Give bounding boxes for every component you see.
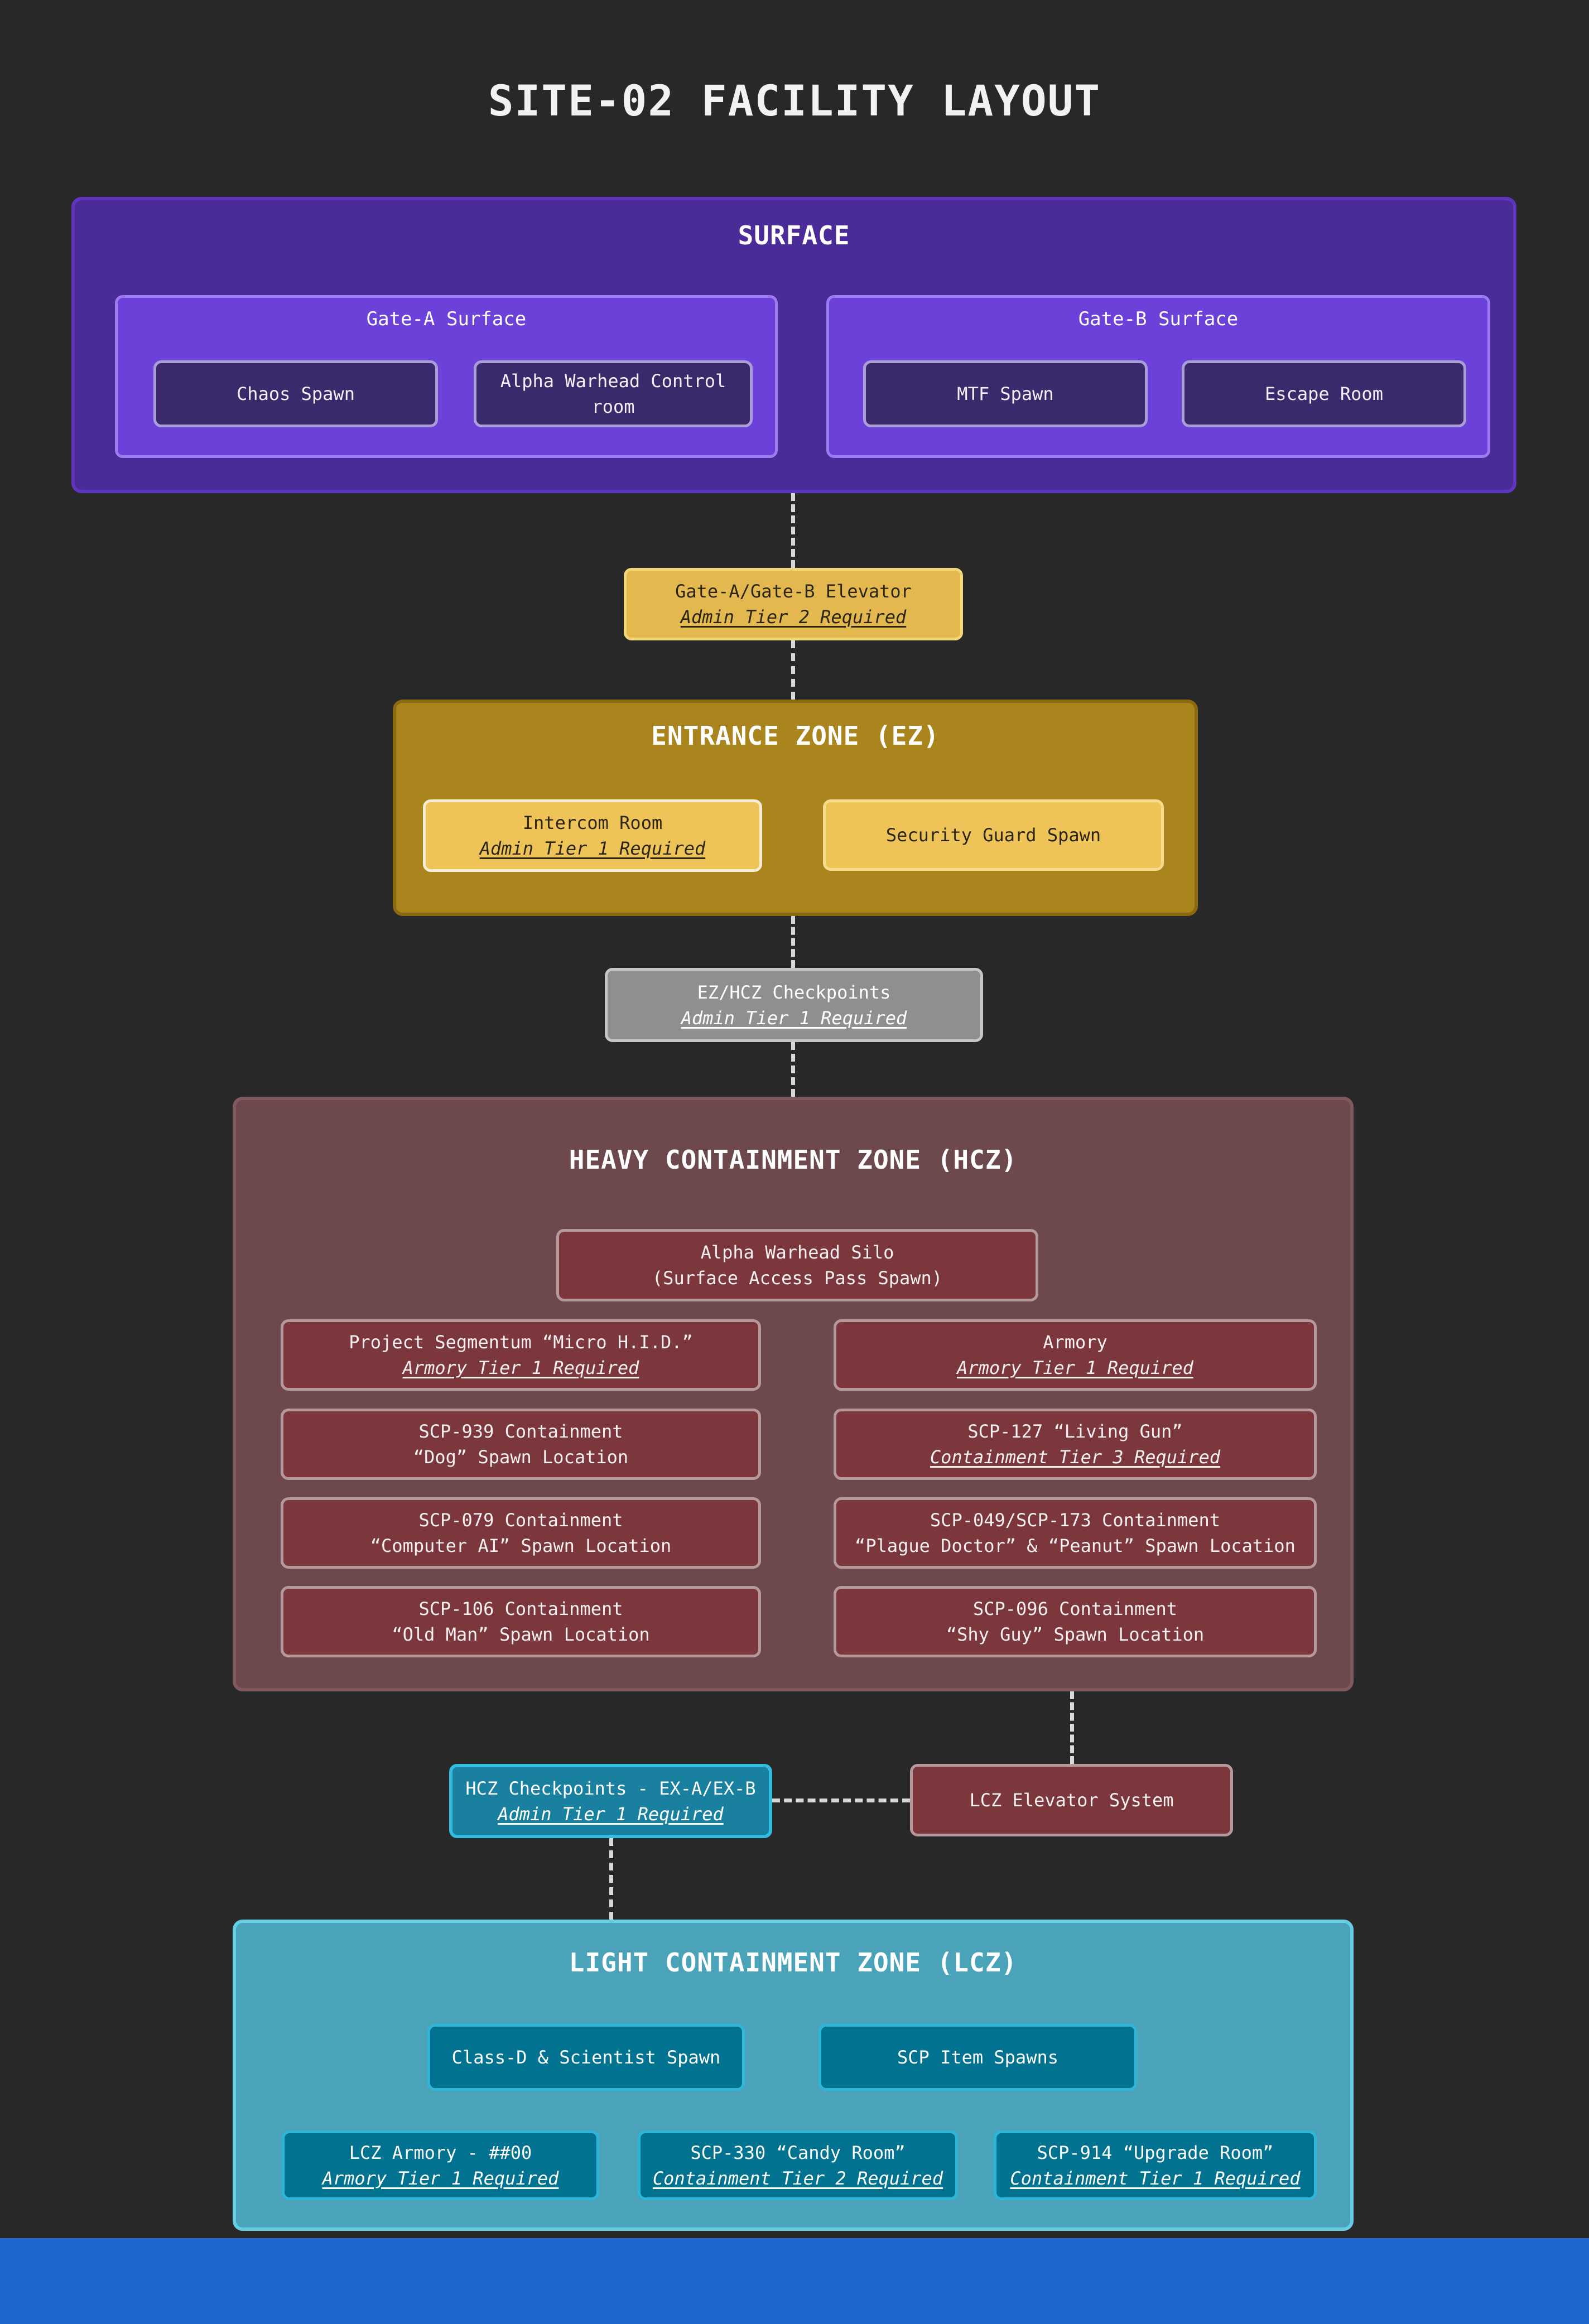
zone-hcz-title: HEAVY CONTAINMENT ZONE (HCZ)	[569, 1145, 1018, 1175]
node-label: Alpha Warhead Control room	[500, 370, 726, 417]
node-requirement-label: Admin Tier 2 Required	[680, 606, 907, 628]
node-label: EZ/HCZ Checkpoints	[697, 981, 891, 1003]
node-scp-049-173-containment: SCP-049/SCP-173 Containment “Plague Doct…	[834, 1497, 1317, 1569]
node-label: LCZ Armory - ##00	[349, 2142, 532, 2163]
node-project-segmentum: Project Segmentum “Micro H.I.D.” Armory …	[281, 1319, 761, 1391]
zone-hcz: HEAVY CONTAINMENT ZONE (HCZ) Alpha Warhe…	[233, 1097, 1354, 1691]
node-requirement-label: Containment Tier 1 Required	[1010, 2167, 1301, 2189]
zone-lcz-title: LIGHT CONTAINMENT ZONE (LCZ)	[569, 1947, 1018, 1978]
gate-b-surface-group: Gate-B Surface MTF Spawn Escape Room	[826, 295, 1490, 458]
node-sublabel: “Old Man” Spawn Location	[392, 1624, 650, 1645]
node-requirement-label: Admin Tier 1 Required	[498, 1803, 724, 1825]
node-lcz-elevator-system: LCZ Elevator System	[910, 1764, 1233, 1836]
node-label: Intercom Room	[522, 812, 663, 833]
node-label: SCP-079 Containment	[418, 1510, 623, 1531]
node-label: SCP-914 “Upgrade Room”	[1037, 2142, 1274, 2163]
zone-surface: SURFACE Gate-A Surface Chaos Spawn Alpha…	[71, 197, 1516, 493]
node-label: Gate-A/Gate-B Elevator	[675, 581, 912, 602]
node-alpha-warhead-control-room: Alpha Warhead Control room	[474, 360, 753, 427]
node-intercom-room: Intercom Room Admin Tier 1 Required	[423, 799, 762, 872]
node-label: SCP-096 Containment	[972, 1598, 1178, 1619]
node-requirement-label: Admin Tier 1 Required	[479, 838, 706, 859]
node-scp-939-containment: SCP-939 Containment “Dog” Spawn Location	[281, 1409, 761, 1480]
node-label: SCP-049/SCP-173 Containment	[930, 1510, 1221, 1531]
node-lcz-armory: LCZ Armory - ##00 Armory Tier 1 Required	[282, 2130, 599, 2200]
node-sublabel: “Plague Doctor” & “Peanut” Spawn Locatio…	[855, 1535, 1296, 1556]
node-label: Escape Room	[1265, 383, 1383, 404]
node-escape-room: Escape Room	[1182, 360, 1466, 427]
node-requirement-label: Containment Tier 2 Required	[652, 2167, 943, 2189]
node-security-guard-spawn: Security Guard Spawn	[823, 799, 1164, 871]
node-label: SCP-939 Containment	[418, 1421, 623, 1442]
connector-line-hcz-to-lcz-elevator	[1070, 1691, 1074, 1764]
zone-entrance: ENTRANCE ZONE (EZ) Intercom Room Admin T…	[393, 700, 1198, 916]
node-requirement-label: Armory Tier 1 Required	[322, 2167, 559, 2189]
node-scp-127-living-gun: SCP-127 “Living Gun” Containment Tier 3 …	[834, 1409, 1317, 1480]
connector-line-ez-to-checkpoint	[791, 916, 795, 968]
node-scp-330-candy-room: SCP-330 “Candy Room” Containment Tier 2 …	[638, 2130, 958, 2200]
node-hcz-checkpoints: HCZ Checkpoints - EX-A/EX-B Admin Tier 1…	[449, 1764, 772, 1838]
node-label: SCP-330 “Candy Room”	[690, 2142, 906, 2163]
node-scp-079-containment: SCP-079 Containment “Computer AI” Spawn …	[281, 1497, 761, 1569]
node-label: SCP Item Spawns	[897, 2047, 1058, 2068]
connector-line-checkpoint-to-hcz	[791, 1042, 795, 1097]
node-label: SCP-106 Containment	[418, 1598, 623, 1619]
zone-lcz: LIGHT CONTAINMENT ZONE (LCZ) Class-D & S…	[233, 1920, 1354, 2231]
zone-entrance-title: ENTRANCE ZONE (EZ)	[651, 721, 940, 751]
node-requirement-label: Armory Tier 1 Required	[402, 1357, 639, 1378]
page-title: SITE-02 FACILITY LAYOUT	[488, 76, 1101, 126]
node-alpha-warhead-silo: Alpha Warhead Silo (Surface Access Pass …	[556, 1229, 1038, 1301]
node-ez-hcz-checkpoints: EZ/HCZ Checkpoints Admin Tier 1 Required	[605, 968, 983, 1042]
node-scp-106-containment: SCP-106 Containment “Old Man” Spawn Loca…	[281, 1586, 761, 1657]
node-classd-scientist-spawn: Class-D & Scientist Spawn	[427, 2024, 745, 2091]
node-sublabel: “Dog” Spawn Location	[413, 1447, 629, 1468]
gate-a-surface-group: Gate-A Surface Chaos Spawn Alpha Warhead…	[115, 295, 778, 458]
node-sublabel: (Surface Access Pass Spawn)	[652, 1267, 943, 1289]
node-scp-096-containment: SCP-096 Containment “Shy Guy” Spawn Loca…	[834, 1586, 1317, 1657]
node-label: MTF Spawn	[957, 383, 1054, 404]
node-sublabel: “Computer AI” Spawn Location	[370, 1535, 672, 1556]
node-label: Project Segmentum “Micro H.I.D.”	[349, 1332, 693, 1353]
node-mtf-spawn: MTF Spawn	[863, 360, 1148, 427]
node-hcz-armory: Armory Armory Tier 1 Required	[834, 1319, 1317, 1391]
node-label: Chaos Spawn	[237, 383, 355, 404]
connector-line-checkpoints-to-elevator	[772, 1799, 910, 1802]
zone-surface-title: SURFACE	[738, 220, 850, 250]
connector-line-surface-to-elevator	[791, 493, 795, 568]
node-sublabel: “Shy Guy” Spawn Location	[946, 1624, 1205, 1645]
node-label: Security Guard Spawn	[885, 825, 1101, 846]
connector-line-elevator-to-ez	[791, 640, 795, 700]
gate-a-title: Gate-A Surface	[366, 308, 527, 330]
node-requirement-label: Armory Tier 1 Required	[957, 1357, 1193, 1378]
node-scp-item-spawns: SCP Item Spawns	[818, 2024, 1137, 2091]
node-label: SCP-127 “Living Gun”	[967, 1421, 1183, 1442]
gate-b-title: Gate-B Surface	[1078, 308, 1239, 330]
node-label: Alpha Warhead Silo	[700, 1242, 894, 1263]
node-label: Armory	[1043, 1332, 1108, 1353]
node-chaos-spawn: Chaos Spawn	[153, 360, 438, 427]
node-label: Class-D & Scientist Spawn	[451, 2047, 721, 2068]
node-label: HCZ Checkpoints - EX-A/EX-B	[465, 1777, 756, 1799]
bottom-section-partial	[0, 2238, 1589, 2324]
node-scp-914-upgrade-room: SCP-914 “Upgrade Room” Containment Tier …	[994, 2130, 1317, 2200]
node-requirement-label: Containment Tier 3 Required	[930, 1447, 1221, 1468]
node-label: LCZ Elevator System	[969, 1790, 1174, 1811]
node-gate-elevator: Gate-A/Gate-B Elevator Admin Tier 2 Requ…	[624, 568, 963, 640]
node-requirement-label: Admin Tier 1 Required	[681, 1007, 907, 1029]
connector-line-checkpoints-to-lcz	[609, 1838, 613, 1920]
